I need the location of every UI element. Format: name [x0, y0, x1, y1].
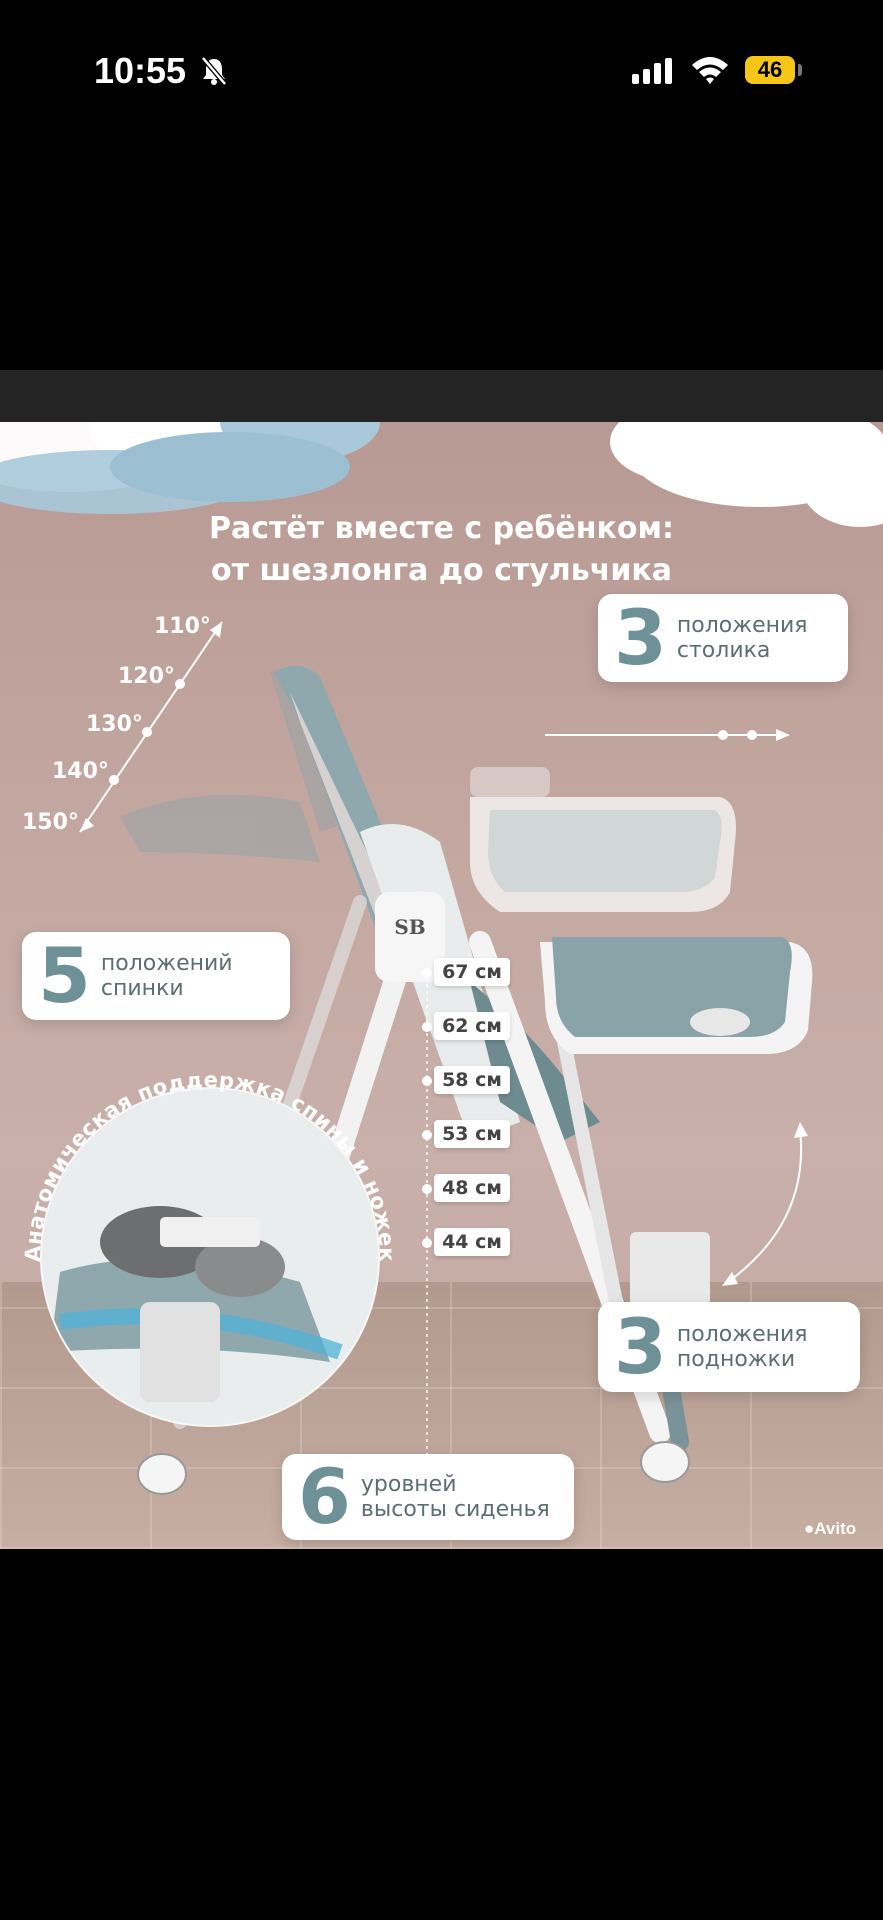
battery-tip: [798, 64, 802, 76]
angle-label-130: 130°: [86, 712, 143, 737]
height-dot: [422, 1238, 432, 1248]
backrest-positions-count: 5: [38, 931, 91, 1020]
battery-indicator: 46: [745, 56, 795, 84]
angle-label-150: 150°: [22, 810, 79, 835]
avito-watermark: ●Avito: [804, 1519, 857, 1538]
cellular-signal-icon: [632, 58, 672, 84]
height-dot: [422, 1130, 432, 1140]
brand-logo: SB: [394, 915, 425, 939]
height-dot: [422, 1076, 432, 1086]
avito-dots-icon: ●: [804, 1519, 815, 1538]
height-tag-53: 53 см: [434, 1120, 510, 1148]
status-bar: 10:55 46: [0, 0, 883, 150]
seat-height-levels-count: 6: [298, 1452, 351, 1541]
svg-text:Анатомическая поддержка спины: Анатомическая поддержка спины и ножек: [21, 1068, 399, 1262]
tray-positions-count: 3: [614, 593, 667, 682]
height-tag-58: 58 см: [434, 1066, 510, 1094]
height-tag-67: 67 см: [434, 958, 510, 986]
angle-label-110: 110°: [154, 614, 211, 639]
height-tag-48: 48 см: [434, 1174, 510, 1202]
status-time: 10:55: [94, 50, 187, 91]
angle-label-120: 120°: [118, 664, 175, 689]
headline-line-2: от шезлонга до стульчика: [211, 553, 672, 588]
viewer-top-bar: [0, 370, 883, 422]
anatomic-support-caption: Анатомическая поддержка спины и ножек: [21, 1068, 399, 1262]
footrest-positions-count: 3: [614, 1302, 667, 1391]
height-tag-44: 44 см: [434, 1228, 510, 1256]
promo-headline: Растёт вместе с ребёнком: от шезлонга до…: [0, 508, 883, 592]
headline-line-1: Растёт вместе с ребёнком:: [209, 511, 674, 546]
angle-label-140: 140°: [52, 759, 109, 784]
highchair-illustration: SB: [0, 422, 883, 1532]
height-dot: [422, 1022, 432, 1032]
bell-muted-icon: [201, 56, 227, 86]
wifi-icon: [692, 57, 728, 84]
height-dot: [422, 1184, 432, 1194]
product-photo[interactable]: SB Анатомическая поддержка спины и ножек…: [0, 422, 883, 1549]
height-dot: [422, 968, 432, 978]
height-tag-62: 62 см: [434, 1012, 510, 1040]
